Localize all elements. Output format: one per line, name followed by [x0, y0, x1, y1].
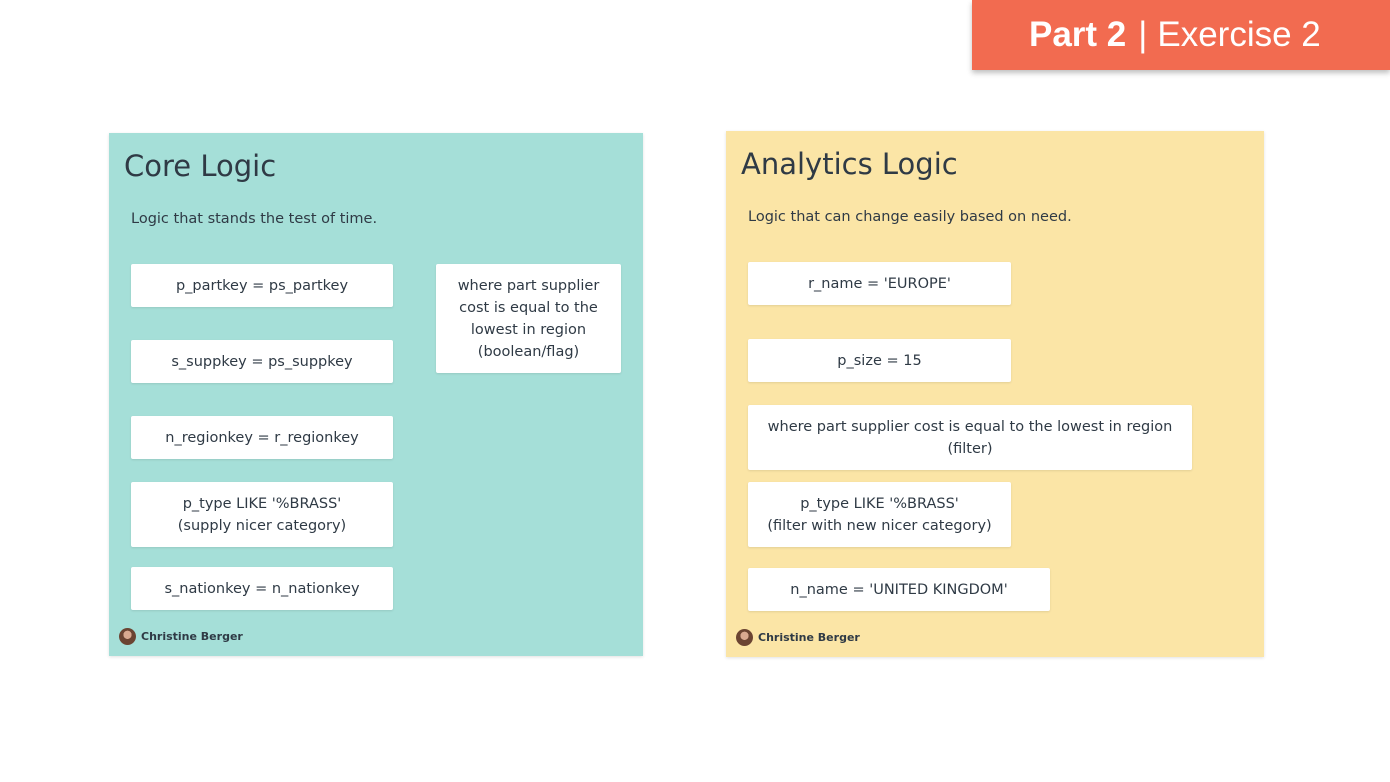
section-banner: Part 2 | Exercise 2 [972, 0, 1390, 70]
analytics-logic-board: Analytics Logic Logic that can change ea… [726, 131, 1264, 657]
analytics-note-rname[interactable]: r_name = 'EUROPE' [748, 262, 1011, 305]
banner-exercise: Exercise 2 [1157, 15, 1321, 54]
core-note-ptype[interactable]: p_type LIKE '%BRASS' (supply nicer categ… [131, 482, 393, 547]
analytics-note-nname[interactable]: n_name = 'UNITED KINGDOM' [748, 568, 1050, 611]
analytics-author-name: Christine Berger [758, 631, 860, 644]
core-logic-subtitle: Logic that stands the test of time. [131, 211, 378, 227]
core-logic-title: Core Logic [124, 149, 277, 183]
analytics-note-min-cost-filter[interactable]: where part supplier cost is equal to the… [748, 405, 1192, 470]
banner-part: Part 2 [1029, 15, 1127, 54]
core-note-nationkey[interactable]: s_nationkey = n_nationkey [131, 567, 393, 610]
core-author-name: Christine Berger [141, 630, 243, 643]
banner-separator: | [1138, 15, 1148, 54]
core-logic-board: Core Logic Logic that stands the test of… [109, 133, 643, 656]
analytics-logic-title: Analytics Logic [741, 147, 958, 181]
analytics-logic-subtitle: Logic that can change easily based on ne… [748, 209, 1072, 225]
analytics-note-psize[interactable]: p_size = 15 [748, 339, 1011, 382]
core-note-partkey[interactable]: p_partkey = ps_partkey [131, 264, 393, 307]
core-note-min-cost-flag[interactable]: where part supplier cost is equal to the… [436, 264, 621, 373]
core-note-suppkey[interactable]: s_suppkey = ps_suppkey [131, 340, 393, 383]
core-author: Christine Berger [119, 628, 243, 645]
core-note-regionkey[interactable]: n_regionkey = r_regionkey [131, 416, 393, 459]
avatar [736, 629, 753, 646]
analytics-note-ptype[interactable]: p_type LIKE '%BRASS' (filter with new ni… [748, 482, 1011, 547]
analytics-author: Christine Berger [736, 629, 860, 646]
avatar [119, 628, 136, 645]
